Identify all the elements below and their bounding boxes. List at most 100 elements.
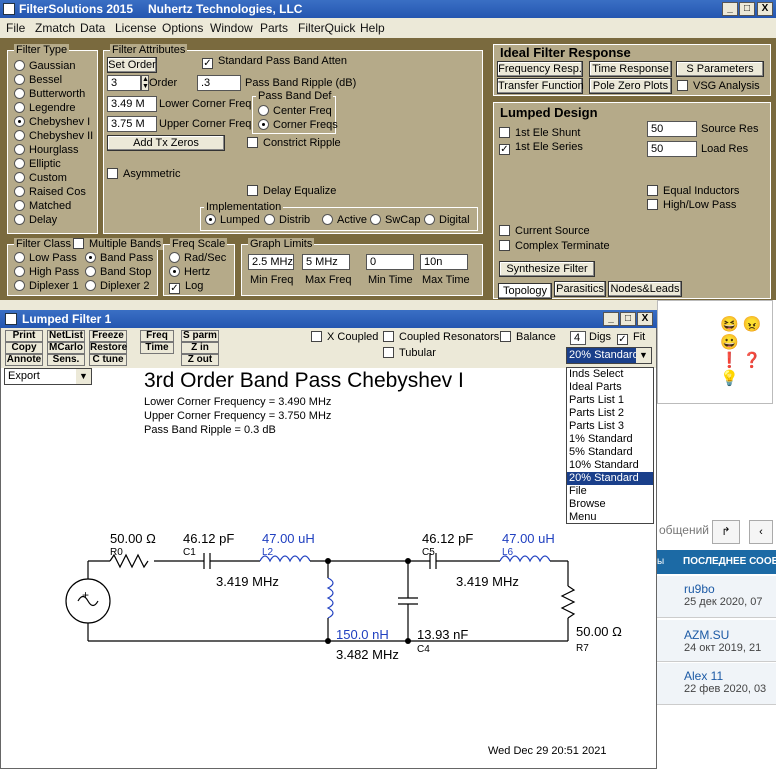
synthesize-filter-button[interactable]: Synthesize Filter <box>499 261 595 277</box>
restore-button[interactable]: Restore <box>89 342 128 354</box>
tab-nodes-leads[interactable]: Nodes&Leads <box>608 281 682 297</box>
delay-equalize-checkbox[interactable]: Delay Equalize <box>247 185 336 197</box>
radio-legendre[interactable]: Legendre <box>14 102 76 114</box>
sens-button[interactable]: Sens. <box>47 354 85 366</box>
s-parm-button[interactable]: S parm <box>181 330 219 342</box>
source-res-input[interactable]: 50 <box>647 121 697 137</box>
dropdown-option[interactable]: 10% Standard <box>569 459 639 471</box>
close-button[interactable]: X <box>757 2 773 16</box>
maximize-button[interactable]: □ <box>739 2 755 16</box>
high-low-pass-checkbox[interactable]: High/Low Pass <box>647 199 736 211</box>
add-tx-zeros-button[interactable]: Add Tx Zeros <box>107 135 225 151</box>
s-parameters-button[interactable]: S Parameters <box>676 61 764 77</box>
radio-gaussian[interactable]: Gaussian <box>14 60 75 72</box>
upper-corner-input[interactable]: 3.75 M <box>107 116 157 132</box>
order-spinner[interactable]: ▲▼ <box>141 75 149 91</box>
forum-row[interactable]: AZM.SU 24 окт 2019, 21 <box>657 620 776 662</box>
radio-delay[interactable]: Delay <box>14 214 57 226</box>
radio-swcap[interactable]: SwCap <box>370 214 420 226</box>
forum-row[interactable]: ru9bo 25 дек 2020, 07 <box>657 576 776 618</box>
radio-bessel[interactable]: Bessel <box>14 74 62 86</box>
balance-checkbox[interactable]: Balance <box>500 331 556 343</box>
child-minimize-button[interactable]: _ <box>603 312 619 326</box>
menu-filterquick[interactable]: FilterQuick <box>298 21 356 35</box>
first-ele-shunt-checkbox[interactable]: 1st Ele Shunt <box>499 127 580 139</box>
forum-row-user[interactable]: ru9bo <box>684 582 715 596</box>
radio-chebyshev-1[interactable]: Chebyshev I <box>14 116 90 128</box>
menu-data[interactable]: Data <box>80 21 106 35</box>
time-response-button[interactable]: Time Response <box>589 61 672 77</box>
min-time-input[interactable]: 0 <box>366 254 414 270</box>
radio-butterworth[interactable]: Butterworth <box>14 88 85 100</box>
menu-options[interactable]: Options <box>162 21 204 35</box>
digs-input[interactable]: 4 <box>570 331 586 345</box>
radio-center-freq[interactable]: Center Freq <box>258 105 332 117</box>
forum-row-user[interactable]: AZM.SU <box>684 628 730 642</box>
chevron-down-icon[interactable]: ▼ <box>636 348 651 363</box>
tubular-checkbox[interactable]: Tubular <box>383 347 436 359</box>
freq-button[interactable]: Freq <box>140 330 174 342</box>
pole-zero-plots-button[interactable]: Pole Zero Plots <box>589 78 672 94</box>
minimize-button[interactable]: _ <box>722 2 738 16</box>
menu-help[interactable]: Help <box>360 21 385 35</box>
transfer-function-button[interactable]: Transfer Function <box>497 78 584 94</box>
dropdown-option[interactable]: Browse <box>569 498 606 510</box>
dropdown-option[interactable]: File <box>569 485 587 497</box>
complex-terminate-checkbox[interactable]: Complex Terminate <box>499 240 610 252</box>
menu-window[interactable]: Window <box>210 21 253 35</box>
dropdown-option[interactable]: Parts List 3 <box>569 420 625 432</box>
lower-corner-input[interactable]: 3.49 M <box>107 96 157 112</box>
menu-parts[interactable]: Parts <box>260 21 289 35</box>
export-select[interactable]: Export▼ <box>4 368 92 385</box>
multiple-bands-checkbox[interactable]: Multiple Bands <box>71 238 164 250</box>
dropdown-option[interactable]: Menu <box>569 511 597 523</box>
dropdown-option[interactable]: 1% Standard <box>569 433 633 445</box>
child-maximize-button[interactable]: □ <box>620 312 636 326</box>
share-icon[interactable]: ↱ <box>712 520 740 544</box>
child-close-button[interactable]: X <box>637 312 653 326</box>
dropdown-option[interactable]: Ideal Parts <box>569 381 622 393</box>
order-input[interactable]: 3 <box>107 75 141 91</box>
radio-rad-sec[interactable]: Rad/Sec <box>169 252 226 264</box>
frequency-resp-button[interactable]: Frequency Resp. <box>497 61 583 77</box>
annote-button[interactable]: Annote <box>5 354 43 366</box>
std-atten-checkbox[interactable]: ✓Standard Pass Band Atten <box>202 55 348 69</box>
radio-band-stop[interactable]: Band Stop <box>85 266 151 278</box>
x-coupled-checkbox[interactable]: X Coupled <box>311 331 378 343</box>
mcarlo-button[interactable]: MCarlo <box>47 342 85 354</box>
set-order-button[interactable]: Set Order <box>107 57 157 73</box>
tab-parasitics[interactable]: Parasitics <box>554 281 606 297</box>
radio-band-pass[interactable]: Band Pass <box>85 252 153 264</box>
radio-hourglass[interactable]: Hourglass <box>14 144 79 156</box>
chevron-left-icon[interactable]: ‹ <box>749 520 773 544</box>
parts-select[interactable]: 20% Standard▼ <box>566 347 652 364</box>
menu-zmatch[interactable]: Zmatch <box>35 21 76 35</box>
dropdown-option-selected[interactable]: 20% Standard <box>567 472 653 485</box>
max-freq-input[interactable]: 5 MHz <box>302 254 350 270</box>
radio-low-pass[interactable]: Low Pass <box>14 252 77 264</box>
netlist-button[interactable]: NetList <box>47 330 85 342</box>
radio-custom[interactable]: Custom <box>14 172 67 184</box>
log-checkbox[interactable]: ✓Log <box>169 280 204 294</box>
constrict-ripple-checkbox[interactable]: Constrict Ripple <box>247 137 341 149</box>
equal-inductors-checkbox[interactable]: Equal Inductors <box>647 185 739 197</box>
menu-file[interactable]: File <box>6 21 26 35</box>
min-freq-input[interactable]: 2.5 MHz <box>248 254 294 270</box>
radio-elliptic[interactable]: Elliptic <box>14 158 61 170</box>
radio-corner-freqs[interactable]: Corner Freqs <box>258 119 338 131</box>
radio-diplexer-2[interactable]: Diplexer 2 <box>85 280 150 292</box>
z-in-button[interactable]: Z in <box>181 342 219 354</box>
max-time-input[interactable]: 10n <box>420 254 468 270</box>
radio-diplexer-1[interactable]: Diplexer 1 <box>14 280 79 292</box>
radio-hertz[interactable]: Hertz <box>169 266 210 278</box>
current-source-checkbox[interactable]: Current Source <box>499 225 590 237</box>
menu-license[interactable]: License <box>115 21 157 35</box>
vsg-analysis-checkbox[interactable]: VSG Analysis <box>677 80 760 92</box>
radio-active[interactable]: Active <box>322 214 367 226</box>
dropdown-option[interactable]: Inds Select <box>569 368 624 380</box>
ripple-input[interactable]: .3 <box>197 75 241 91</box>
dropdown-option[interactable]: 5% Standard <box>569 446 633 458</box>
load-res-input[interactable]: 50 <box>647 141 697 157</box>
tab-topology[interactable]: Topology <box>498 283 552 299</box>
time-button[interactable]: Time <box>140 342 174 354</box>
